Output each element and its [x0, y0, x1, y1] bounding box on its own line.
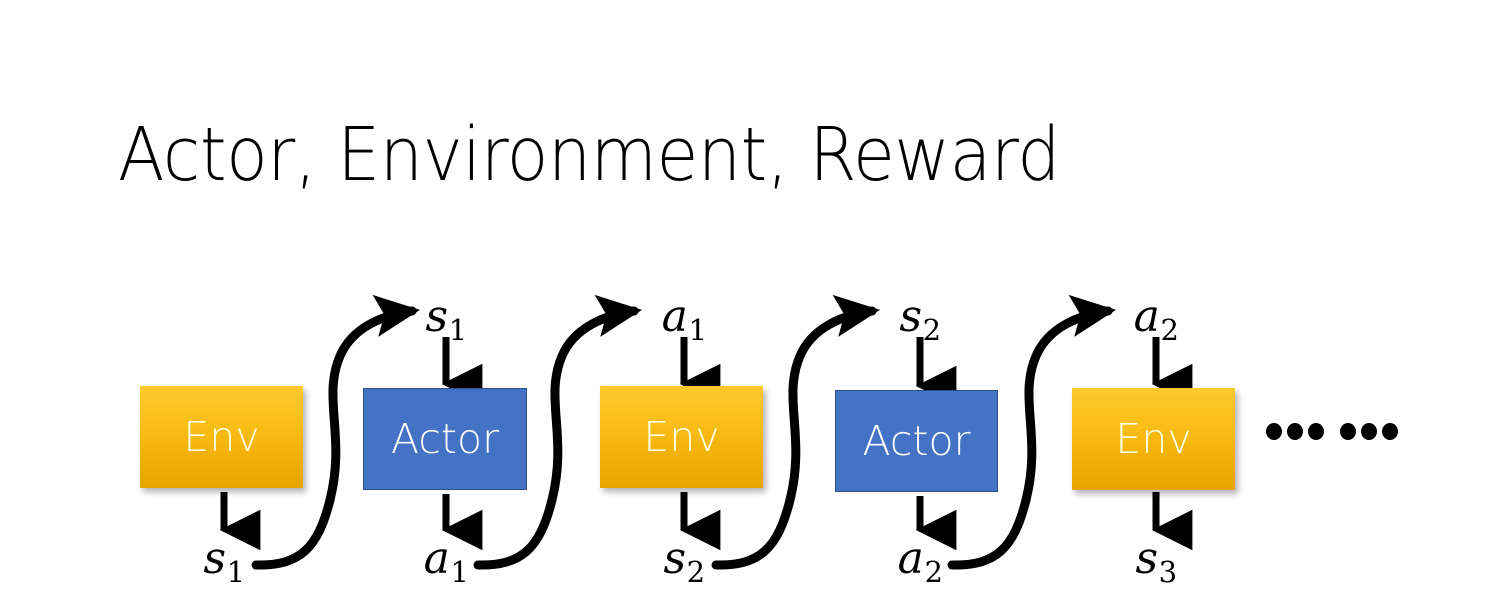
label-top-a2: a2	[1134, 295, 1179, 345]
label-bottom-a1-symbol: a	[423, 533, 450, 584]
ellipsis-dot	[1382, 423, 1398, 440]
label-bottom-s1-subscript: 1	[226, 554, 246, 589]
label-bottom-a1-subscript: 1	[450, 554, 469, 589]
label-top-a1-symbol: a	[661, 291, 688, 342]
label-top-s2-symbol: s	[899, 291, 923, 342]
ellipsis-dot	[1361, 423, 1377, 440]
label-top-s2-subscript: 2	[922, 312, 942, 347]
label-top-s2: s2	[899, 295, 941, 345]
arrow-out-of-box-group	[219, 492, 1193, 551]
label-top-a2-symbol: a	[1133, 291, 1160, 342]
arrow-into-box-group	[441, 337, 1193, 407]
env-box-2[interactable]: Env	[600, 386, 763, 488]
label-bottom-s3-subscript: 3	[1158, 554, 1178, 589]
ellipsis-dot	[1340, 423, 1356, 440]
label-bottom-s3-symbol: s	[1135, 533, 1159, 584]
ellipsis-dot	[1287, 423, 1303, 440]
label-bottom-a1: a1	[424, 537, 469, 587]
label-top-s1-subscript: 1	[448, 312, 468, 347]
label-bottom-a2-symbol: a	[897, 533, 924, 584]
label-top-a1-subscript: 1	[688, 312, 707, 347]
ellipsis-dot	[1266, 423, 1282, 440]
label-top-s1-symbol: s	[425, 291, 449, 342]
actor-box-2[interactable]: Actor	[835, 390, 998, 492]
ellipsis-gap	[1329, 431, 1335, 432]
ellipsis-continuation	[1266, 423, 1398, 440]
env-box-3[interactable]: Env	[1072, 388, 1235, 490]
label-bottom-s2-symbol: s	[663, 533, 687, 584]
label-top-s1: s1	[425, 295, 467, 345]
label-bottom-s2-subscript: 2	[686, 554, 706, 589]
label-bottom-s1: s1	[203, 537, 245, 587]
label-top-a2-subscript: 2	[1160, 312, 1179, 347]
label-bottom-s2: s2	[663, 537, 705, 587]
ellipsis-dot	[1308, 423, 1324, 440]
label-bottom-a2: a2	[898, 537, 943, 587]
env-box-1[interactable]: Env	[140, 386, 303, 488]
label-bottom-s1-symbol: s	[203, 533, 227, 584]
label-bottom-s3: s3	[1135, 537, 1177, 587]
label-bottom-a2-subscript: 2	[924, 554, 943, 589]
page-title: Actor, Environment, Reward	[118, 112, 1060, 198]
actor-box-1[interactable]: Actor	[363, 388, 527, 490]
label-top-a1: a1	[662, 295, 707, 345]
